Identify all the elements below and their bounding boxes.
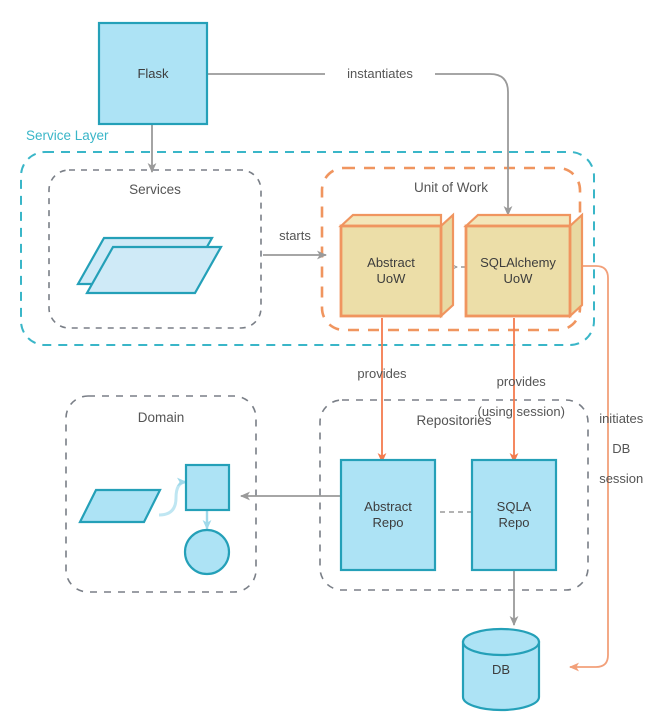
edge-provides-sqla-label: provides (using session) (452, 359, 576, 434)
node-sqlalchemy-uow[interactable] (463, 212, 584, 319)
edge-instantiates (208, 73, 513, 216)
node-sqla-repo[interactable] (470, 458, 558, 572)
edge-initiates-label-line3: session (599, 471, 644, 486)
edge-domain-parallelogram-square (158, 477, 187, 517)
group-service-layer-label: Service Layer (26, 128, 109, 143)
group-repositories (319, 399, 589, 591)
group-domain (65, 395, 257, 593)
edge-initiates-db-session-label: initiates DB session (580, 396, 648, 501)
node-abstract-repo[interactable] (339, 458, 437, 572)
group-repositories-label: Repositories (416, 413, 492, 428)
edge-starts-label: starts (279, 228, 311, 243)
edge-initiates-db-session (569, 265, 609, 672)
edge-initiates-label-line1: initiates (599, 411, 644, 426)
group-domain-label: Domain (137, 410, 185, 425)
group-unit-of-work-label: Unit of Work (413, 180, 489, 195)
node-flask[interactable] (97, 21, 209, 126)
node-services-stack[interactable] (76, 236, 223, 295)
group-services-label: Services (129, 182, 181, 197)
node-domain-circle[interactable] (183, 528, 231, 576)
node-domain-square[interactable] (184, 463, 231, 512)
edge-instantiates-label: instantiates (325, 66, 435, 81)
node-domain-parallelogram[interactable] (78, 488, 162, 524)
node-db-cylinder[interactable] (461, 627, 541, 712)
edge-initiates-label-line2: DB (612, 441, 631, 456)
edge-provides-sqla-label-line2: (using session) (477, 404, 565, 419)
edge-provides-abstract-label: provides (357, 366, 407, 381)
group-service-layer (20, 151, 595, 346)
node-abstract-uow[interactable] (338, 212, 455, 319)
edge-provides-sqla-label-line1: provides (496, 374, 546, 389)
